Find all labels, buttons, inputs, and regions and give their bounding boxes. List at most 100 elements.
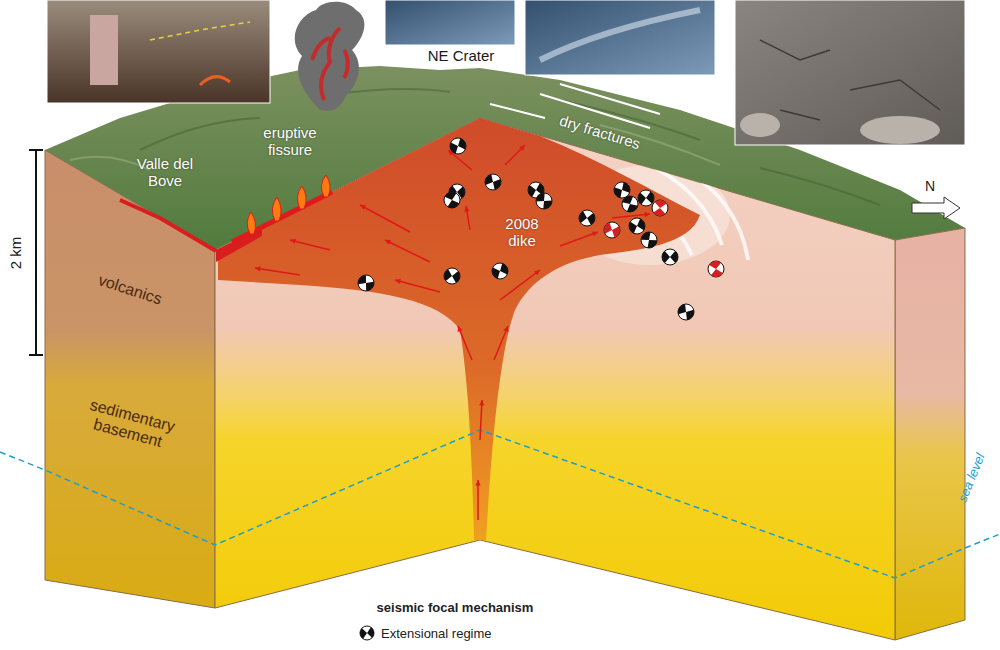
flow-arrowhead xyxy=(519,145,525,151)
flow-arrowhead xyxy=(255,266,261,271)
focal-mechanism-symbol xyxy=(614,182,630,198)
focal-mechanism-symbol xyxy=(662,249,678,265)
focal-mechanism-symbol xyxy=(652,200,668,216)
focal-mechanism-symbol xyxy=(652,200,668,216)
flow-arrowhead xyxy=(504,326,509,332)
focal-mechanism-quadrant xyxy=(366,282,374,291)
focal-mechanism-quadrant xyxy=(604,222,612,233)
photo-inset xyxy=(47,0,965,145)
focal-mechanism-quadrant xyxy=(367,627,374,638)
focal-mechanism-symbol xyxy=(622,196,638,212)
flow-arrow xyxy=(477,480,479,520)
focal-mechanism-quadrant xyxy=(627,204,638,212)
fracture-label: dry fractures xyxy=(558,112,643,153)
north-arrow xyxy=(912,197,960,219)
legend-title: seismic focal mechanism xyxy=(377,601,534,616)
focal-mechanism-quadrant xyxy=(448,200,460,208)
flow-arrow xyxy=(395,279,440,292)
flow-arrowhead xyxy=(360,205,366,210)
eruptive-fissure-drawing xyxy=(232,192,332,242)
scale-bar xyxy=(35,150,37,355)
focal-mechanism-quadrant xyxy=(709,261,721,269)
flow-arrow xyxy=(494,326,508,360)
focal-mechanism-symbol xyxy=(536,193,552,209)
block-face xyxy=(45,118,965,640)
north-label: N xyxy=(925,178,935,194)
focal-mechanism-quadrant xyxy=(579,211,587,223)
eruption-plume xyxy=(312,28,348,100)
legend-entry: Extensional regime xyxy=(358,624,492,642)
dike-label: 2008 dike xyxy=(498,215,546,250)
focal-mechanism-quadrant xyxy=(612,226,620,237)
flow-arrowhead xyxy=(592,231,598,236)
flow-arrow xyxy=(612,214,650,218)
legend-symbol xyxy=(360,626,374,640)
focal-mechanism-symbol xyxy=(641,232,657,248)
magma-body xyxy=(218,118,748,540)
photo-inset xyxy=(47,0,270,103)
focal-mechanism-symbol xyxy=(622,196,638,212)
focal-mechanism-quadrant xyxy=(445,192,457,200)
flow-arrow xyxy=(395,280,440,292)
flow-arrow xyxy=(360,205,410,232)
focal-mechanism-symbol xyxy=(678,304,694,320)
focal-mechanism-symbol xyxy=(444,268,460,284)
eruption-plume xyxy=(295,2,365,111)
sea-level-line xyxy=(0,430,1000,578)
focal-mechanism-quadrant xyxy=(662,251,670,263)
focal-mechanism-symbol xyxy=(450,138,466,154)
flow-arrow xyxy=(560,232,598,246)
focal-mechanism-quadrant xyxy=(655,200,667,208)
focal-mechanism-symbol xyxy=(579,210,595,226)
flow-arrowhead xyxy=(290,239,296,244)
flow-arrow xyxy=(458,326,472,360)
flow-arrow xyxy=(360,205,410,232)
flow-arrow xyxy=(290,240,330,250)
focal-mechanism-quadrant xyxy=(358,275,366,284)
focal-mechanism-symbol xyxy=(444,192,460,208)
focal-mechanism-symbol xyxy=(614,182,630,198)
focal-mechanism-quadrant xyxy=(622,182,630,193)
focal-mechanism-symbol xyxy=(708,261,724,277)
focal-mechanism-symbol xyxy=(579,210,595,226)
photo-inset xyxy=(860,116,940,144)
focal-mechanism-quadrant xyxy=(528,185,536,197)
focal-mechanism-symbol xyxy=(358,275,374,291)
focal-mechanism-quadrant xyxy=(485,174,493,185)
focal-mechanism-quadrant xyxy=(587,213,595,225)
flow-arrowhead xyxy=(475,480,480,485)
focal-mechanism-symbol xyxy=(358,138,724,320)
sea-level-line xyxy=(0,430,1000,578)
focal-mechanism-quadrant xyxy=(500,263,508,274)
focal-mechanism-symbol xyxy=(641,232,657,248)
focal-mechanism-quadrant xyxy=(637,219,645,231)
photo-inset xyxy=(90,15,118,85)
focal-mechanism-quadrant xyxy=(686,310,694,320)
focal-mechanism-symbol xyxy=(444,268,460,284)
flow-arrowhead xyxy=(644,212,650,217)
flow-arrow xyxy=(458,326,472,360)
flow-arrow xyxy=(290,239,330,250)
focal-mechanism-quadrant xyxy=(629,222,637,234)
focal-mechanism-symbol xyxy=(485,174,501,190)
photo-inset xyxy=(385,0,515,45)
focal-mechanism-quadrant xyxy=(653,208,665,216)
focal-mechanism-symbol xyxy=(662,249,678,265)
flow-arrow xyxy=(479,400,484,440)
focal-mechanism-quadrant xyxy=(360,628,367,639)
photo-inset xyxy=(150,22,250,40)
block-face xyxy=(480,118,895,640)
flow-arrow xyxy=(494,326,508,360)
focal-mechanism-quadrant xyxy=(614,187,622,198)
valley-label: Valle del Bove xyxy=(129,155,201,190)
flow-arrow xyxy=(464,206,470,230)
flow-arrowhead xyxy=(464,206,469,212)
eruptive-fissure-drawing xyxy=(247,175,330,234)
focal-mechanism-symbol xyxy=(638,190,654,206)
focal-mechanism-quadrant xyxy=(450,142,458,153)
flow-arrowhead xyxy=(385,240,391,245)
layer-label: volcanics xyxy=(96,271,164,309)
photo-inset xyxy=(740,113,780,137)
